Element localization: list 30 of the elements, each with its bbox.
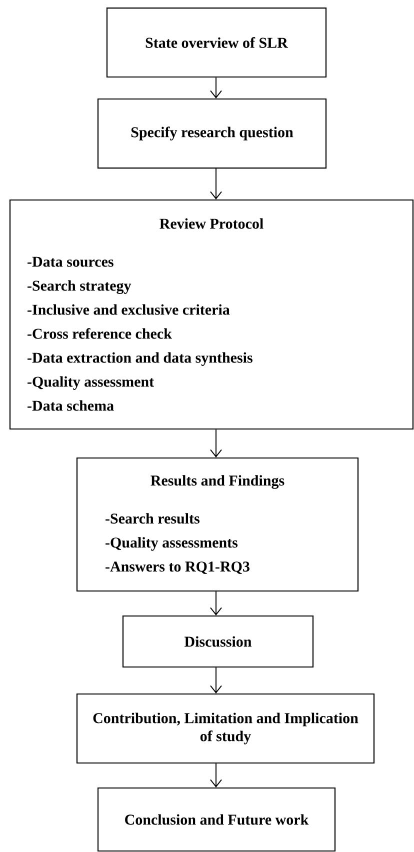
list-item: -Search results <box>106 513 200 524</box>
list-item: -Data schema <box>28 400 114 411</box>
list-item: -Answers to RQ1-RQ3 <box>106 562 250 574</box>
box-title: State overview of SLR <box>146 37 288 48</box>
box-title: Review Protocol <box>160 218 264 229</box>
arrow <box>210 667 222 694</box>
box-title: Specify research question <box>131 126 294 140</box>
arrow <box>210 168 222 200</box>
arrow <box>210 763 222 788</box>
process-box <box>76 457 359 592</box>
box-title: Discussion <box>184 636 252 647</box>
box-title: Contribution, Limitation and Implication of study <box>93 712 358 744</box>
box-title: Results and Findings <box>150 475 284 489</box>
arrow <box>210 429 222 458</box>
process-box <box>122 615 314 668</box>
process-box <box>106 7 327 78</box>
list-item: -Quality assessments <box>106 537 238 551</box>
list-item: -Search strategy <box>28 280 132 294</box>
arrow <box>210 77 222 98</box>
process-box <box>76 693 375 764</box>
list-item: -Data extraction and data synthesis <box>28 352 252 366</box>
arrow <box>210 591 222 616</box>
box-title: Conclusion and Future work <box>125 814 309 825</box>
list-item: -Cross reference check <box>28 328 172 339</box>
list-item: -Inclusive and exclusive criteria <box>28 304 230 315</box>
list-item: -Data sources <box>28 256 114 267</box>
process-box <box>9 199 414 430</box>
list-item: -Quality assessment <box>28 376 154 390</box>
process-box <box>97 98 327 169</box>
process-box <box>97 787 336 852</box>
